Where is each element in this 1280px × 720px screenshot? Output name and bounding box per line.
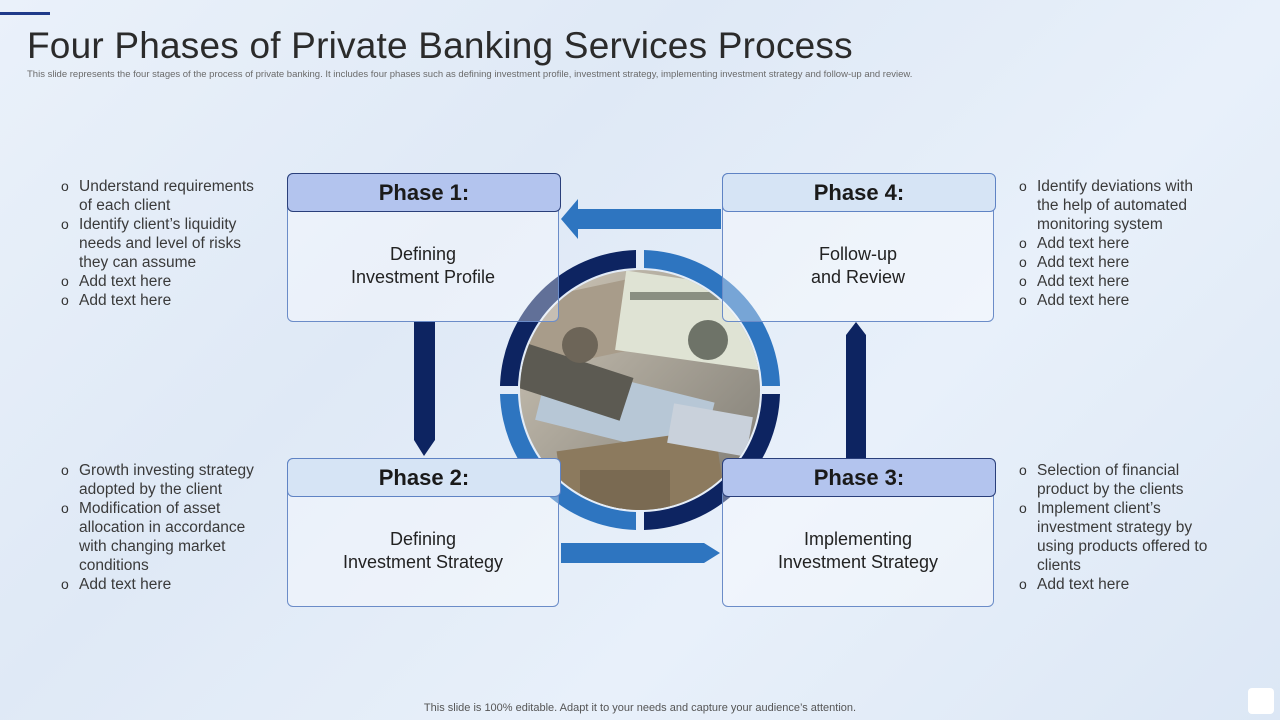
list-item: Selection of financial product by the cl…: [1019, 461, 1209, 499]
footer-note: This slide is 100% editable. Adapt it to…: [423, 702, 857, 714]
phase-2-heading: Phase 2:: [287, 458, 561, 497]
phase-4-heading: Phase 4:: [722, 173, 996, 212]
list-item: Add text here: [1019, 575, 1209, 594]
list-item: Add text here: [1019, 253, 1209, 272]
top-accent-bar: [0, 0, 50, 15]
list-item: Add text here: [61, 575, 266, 594]
arrow-phase3-to-phase4: [846, 322, 866, 458]
phase-3-description: Implementing Investment Strategy: [777, 529, 939, 572]
list-item: Add text here: [61, 272, 266, 291]
list-item: Understand requirements of each client: [61, 177, 266, 215]
arrow-phase1-to-phase2: [414, 322, 435, 456]
ring-segment-top-right: [644, 250, 780, 386]
list-item: Add text here: [1019, 234, 1209, 253]
phase-4-description: Follow-up and Review: [810, 244, 906, 287]
phase-2-box: Phase 2: Defining Investment Strategy: [287, 458, 561, 607]
phase-3-box: Phase 3: Implementing Investment Strateg…: [722, 458, 996, 607]
phase-4-bullets: Identify deviations with the help of aut…: [1019, 177, 1209, 310]
page-subtitle: This slide represents the four stages of…: [27, 69, 913, 80]
phase-1-bullets: Understand requirements of each client I…: [61, 177, 266, 310]
list-item: Implement client’s investment strategy b…: [1019, 499, 1209, 575]
arrow-phase4-to-phase1: [561, 199, 721, 239]
corner-box: [1248, 688, 1274, 714]
phase-1-box: Phase 1: Defining Investment Profile: [287, 173, 561, 322]
phase-2-bullets: Growth investing strategy adopted by the…: [61, 461, 266, 594]
page-title: Four Phases of Private Banking Services …: [27, 25, 853, 66]
phase-3-heading: Phase 3:: [722, 458, 996, 497]
phase-4-box: Phase 4: Follow-up and Review: [722, 173, 996, 322]
arrow-phase2-to-phase3: [561, 543, 720, 563]
ring-segment-top-left: [500, 250, 636, 386]
list-item: Add text here: [1019, 272, 1209, 291]
list-item: Add text here: [1019, 291, 1209, 310]
list-item: Identify client’s liquidity needs and le…: [61, 215, 266, 272]
phase-3-bullets: Selection of financial product by the cl…: [1019, 461, 1209, 594]
phase-1-heading: Phase 1:: [287, 173, 561, 212]
phase-1-description: Defining Investment Profile: [350, 244, 496, 287]
list-item: Growth investing strategy adopted by the…: [61, 461, 266, 499]
phase-2-description: Defining Investment Strategy: [342, 529, 504, 572]
list-item: Modification of asset allocation in acco…: [61, 499, 266, 575]
list-item: Add text here: [61, 291, 266, 310]
list-item: Identify deviations with the help of aut…: [1019, 177, 1209, 234]
